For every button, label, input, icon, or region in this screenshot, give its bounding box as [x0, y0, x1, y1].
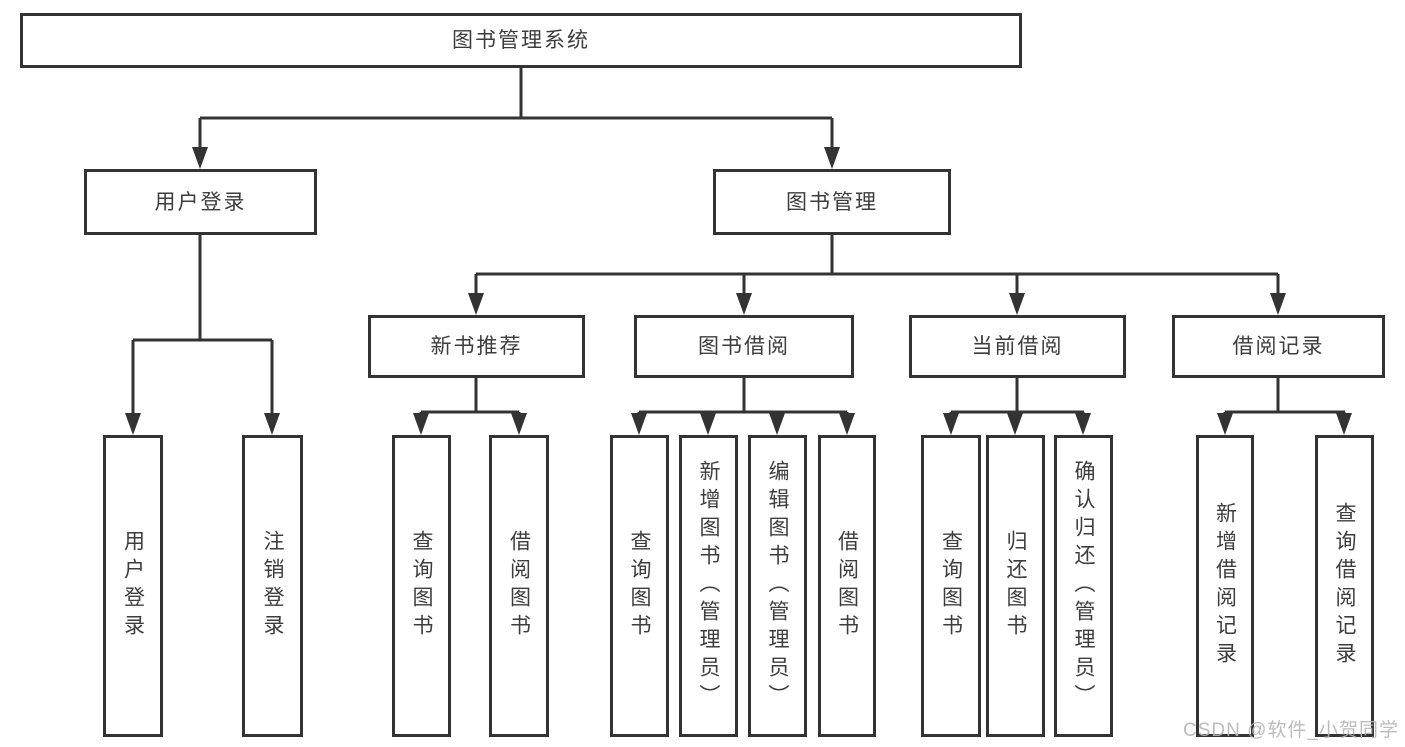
arrowhead — [511, 413, 527, 435]
arrowhead — [1007, 413, 1023, 435]
node-library-management-system: 图书管理系统 — [20, 13, 1022, 68]
arrowhead — [264, 413, 280, 435]
arrowhead — [1270, 293, 1286, 315]
arrowhead — [1217, 413, 1233, 435]
node-current-borrowing: 当前借阅 — [909, 315, 1126, 378]
leaf-query-books-recommend: 查询图书 — [392, 435, 451, 737]
leaf-edit-books-admin: 编辑图书（管理员） — [748, 435, 807, 737]
arrowhead — [700, 413, 716, 435]
arrowhead — [943, 413, 959, 435]
edge-root-split — [198, 68, 834, 149]
arrowhead — [192, 147, 208, 169]
arrowheads — [125, 147, 1352, 435]
leaf-confirm-return-admin: 确认归还（管理员） — [1054, 435, 1113, 737]
node-book-borrowing: 图书借阅 — [634, 315, 854, 378]
edge-current-borrow-split — [949, 378, 1085, 414]
arrowhead — [413, 413, 429, 435]
node-book-management: 图书管理 — [713, 169, 951, 235]
leaf-user-login: 用户登录 — [103, 435, 163, 737]
leaf-borrow-books-recommend: 借阅图书 — [489, 435, 549, 737]
leaf-query-borrow-record: 查询借阅记录 — [1315, 435, 1374, 737]
leaf-borrow-books: 借阅图书 — [818, 435, 876, 737]
edge-new-book-split — [419, 378, 521, 414]
arrowhead — [824, 147, 840, 169]
edge-user-login-split — [131, 235, 274, 414]
arrowhead — [839, 413, 855, 435]
leaf-add-borrow-record: 新增借阅记录 — [1196, 435, 1254, 737]
leaf-logout: 注销登录 — [242, 435, 303, 737]
leaf-query-books-current: 查询图书 — [921, 435, 981, 737]
edge-book-mgmt-split — [474, 235, 1280, 295]
arrowhead — [1075, 413, 1091, 435]
node-new-book-recommend: 新书推荐 — [368, 315, 585, 378]
csdn-watermark: CSDN @软件_小贺同学 — [1183, 720, 1399, 741]
edge-book-borrow-split — [637, 378, 849, 414]
arrowhead — [468, 293, 484, 315]
leaf-query-books-borrowing: 查询图书 — [610, 435, 669, 737]
arrowhead — [1009, 293, 1025, 315]
connector-lines — [131, 68, 1346, 414]
arrowhead — [736, 293, 752, 315]
arrowhead — [631, 413, 647, 435]
node-user-login: 用户登录 — [84, 169, 317, 235]
arrowhead — [769, 413, 785, 435]
arrowhead — [125, 413, 141, 435]
leaf-add-books-admin: 新增图书（管理员） — [679, 435, 738, 737]
arrowhead — [1336, 413, 1352, 435]
edge-borrow-records-split — [1223, 378, 1346, 414]
leaf-return-books: 归还图书 — [986, 435, 1045, 737]
node-borrowing-records: 借阅记录 — [1172, 315, 1385, 378]
